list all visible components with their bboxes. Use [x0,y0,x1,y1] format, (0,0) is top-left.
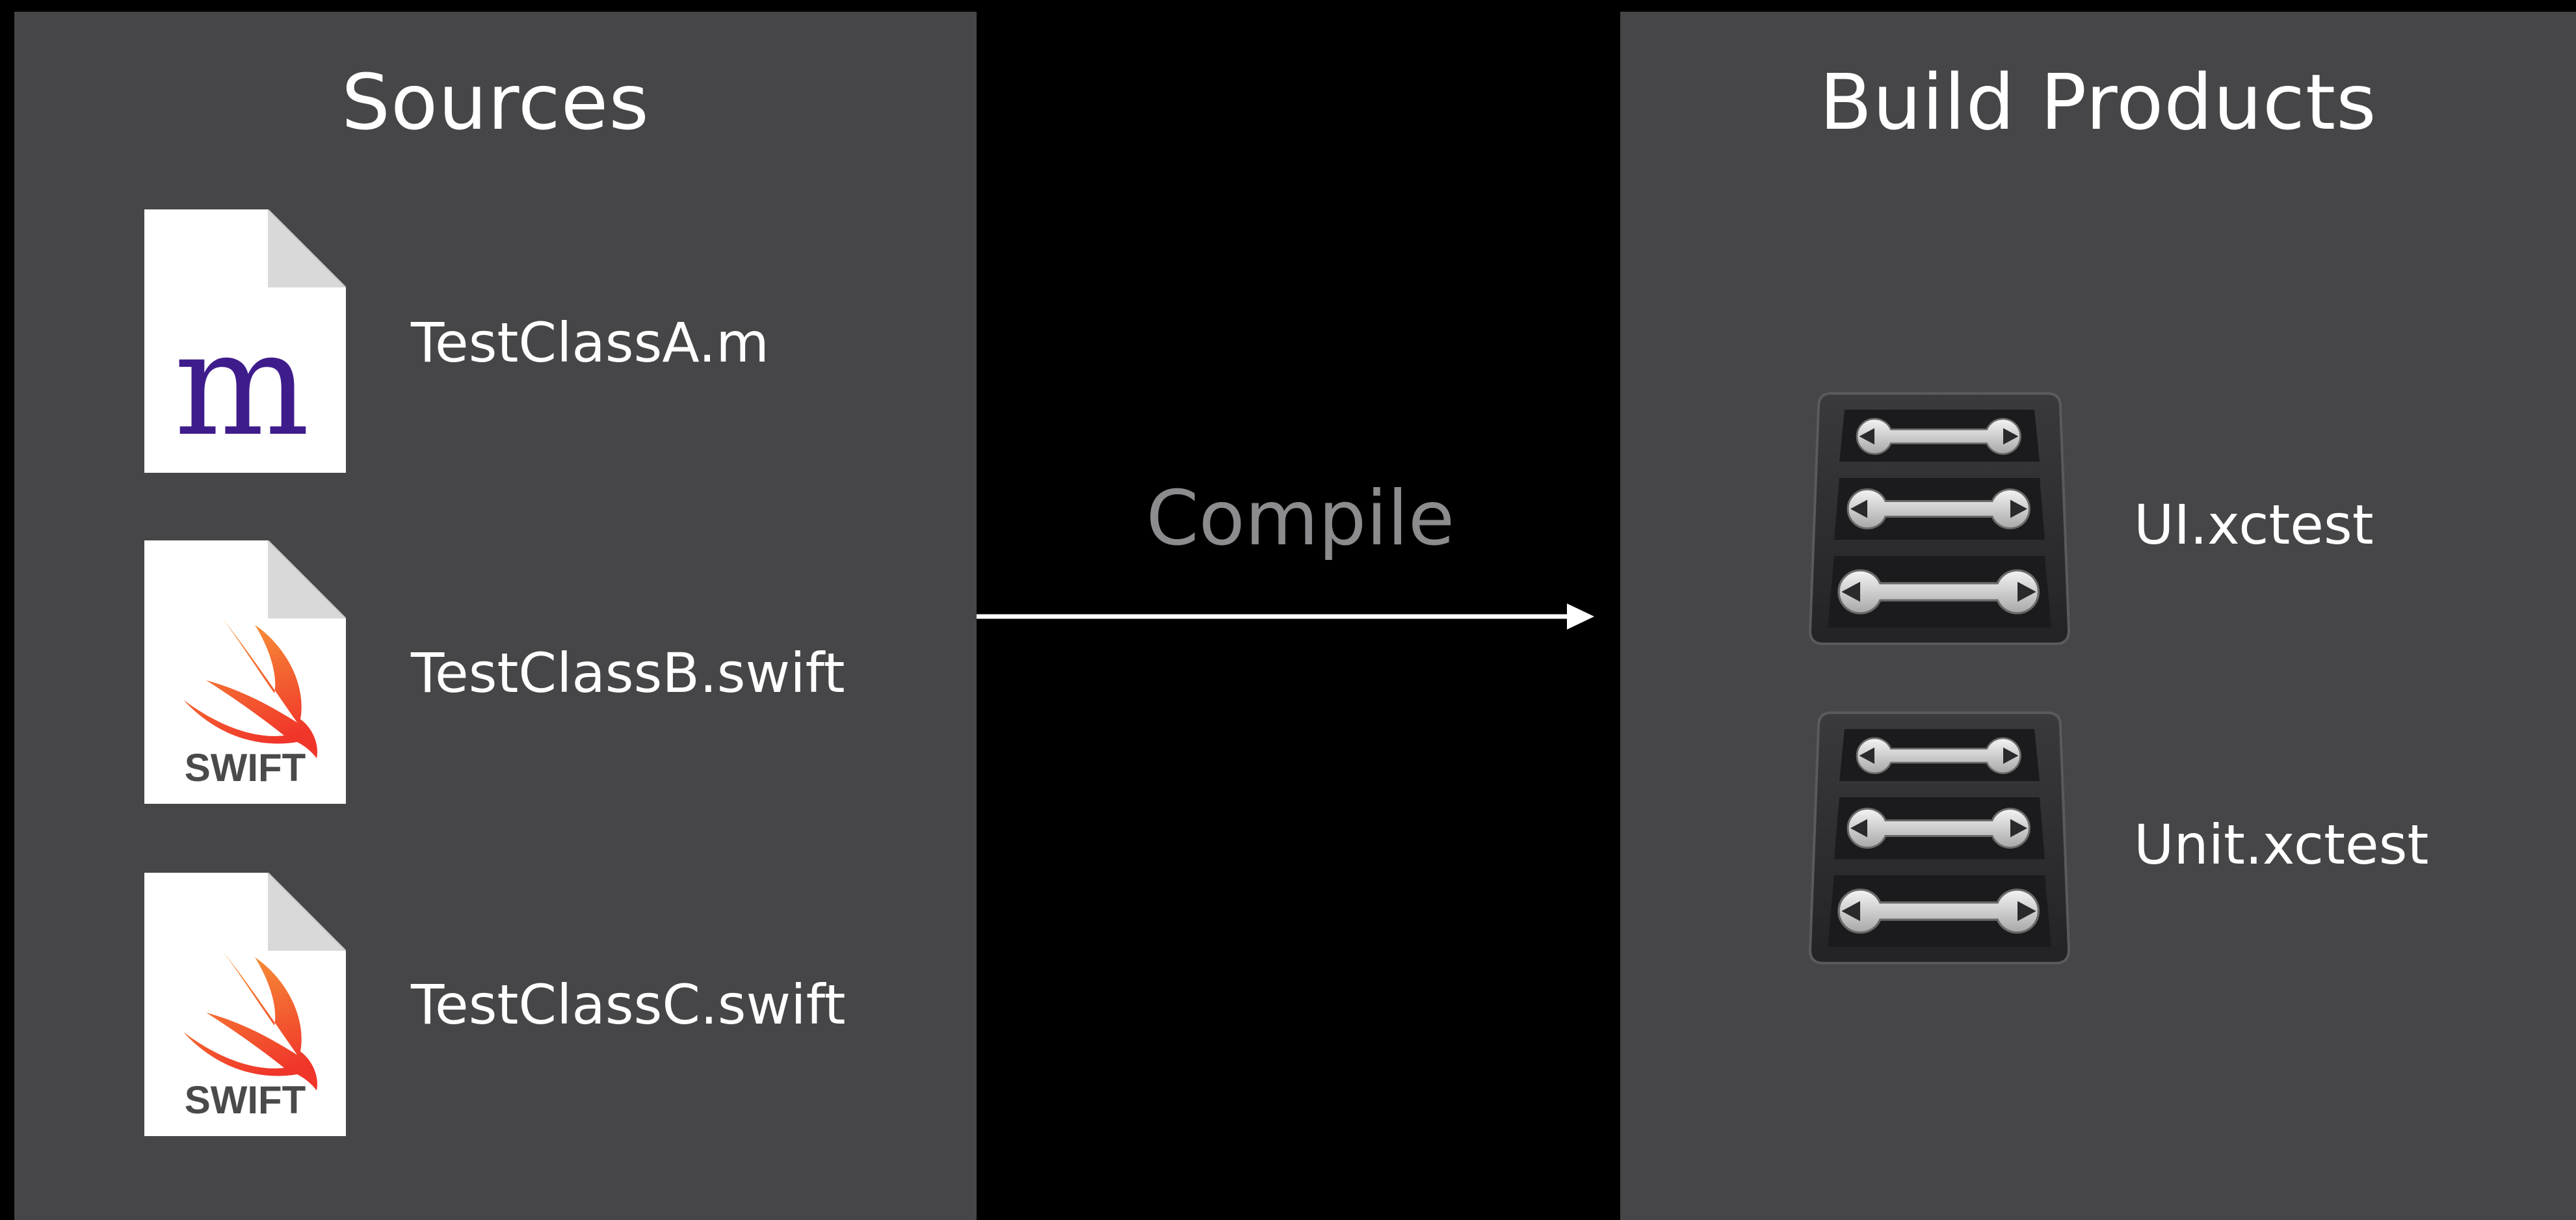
compile-label: Compile [1146,475,1455,563]
objective-c-m-file-icon: m [144,209,346,473]
xctest-bundle-icon [1806,384,2073,652]
file-name-test-class-c: TestClassC.swift [411,973,846,1037]
product-name-unit-xctest: Unit.xctest [2134,813,2429,877]
swift-bird-shape [183,951,317,1091]
file-name-test-class-a: TestClassA.m [411,311,769,375]
swift-file-icon: SWIFT [144,540,346,804]
swift-file-icon: SWIFT [144,873,346,1136]
swift-bird-shape [183,618,317,758]
file-name-test-class-b: TestClassB.swift [411,641,845,705]
right-arrow-icon [977,590,1596,643]
sources-panel: Sources m TestClassA.m SWIFT TestClassB.… [14,12,977,1220]
build-products-panel: Build Products UI.xctest Unit.xctest [1620,12,2576,1220]
product-name-ui-xctest: UI.xctest [2134,493,2374,557]
build-products-title: Build Products [1819,57,2377,147]
swift-badge: SWIFT [185,746,306,789]
xctest-bundle-icon [1806,703,2073,971]
m-letter-glyph: m [174,301,310,468]
sources-title: Sources [341,57,650,147]
swift-badge: SWIFT [185,1078,306,1122]
